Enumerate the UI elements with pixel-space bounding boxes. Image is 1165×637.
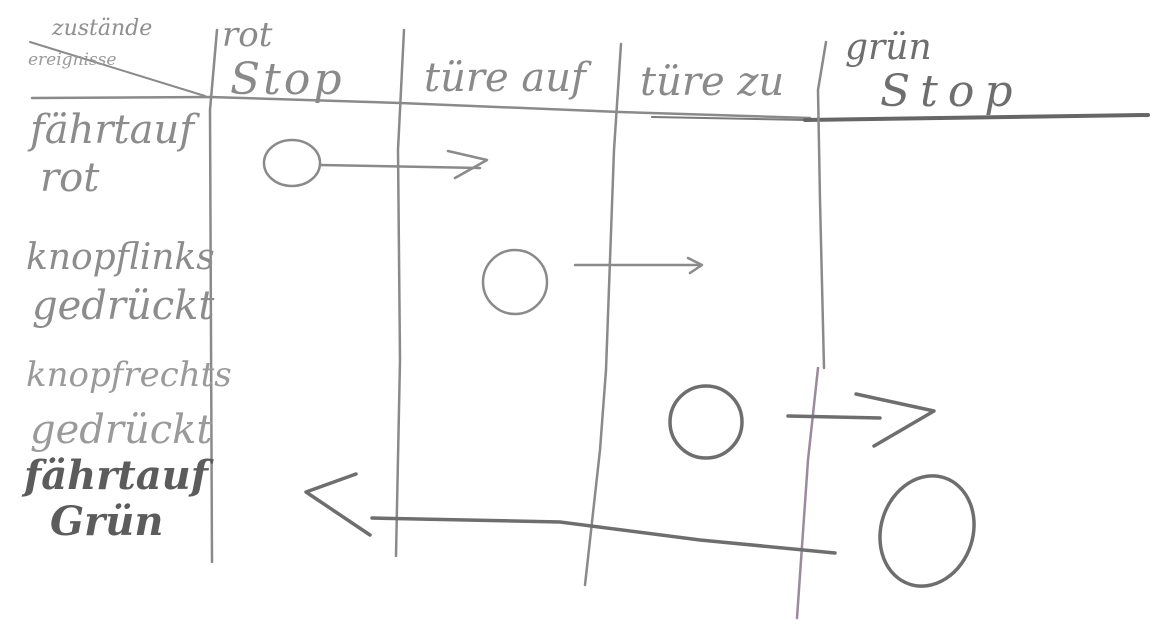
event-label-2-line2: gedrückt — [32, 283, 215, 329]
event-label-4-line1: fährtauf — [24, 452, 208, 499]
column-divider-1 — [208, 28, 219, 564]
transition-circle-4 — [878, 474, 976, 588]
corner-label-states: zustände — [52, 16, 153, 41]
column-divider-2 — [394, 28, 406, 558]
event-label-3-line1: knopfrechts — [26, 355, 232, 395]
transition-circle-1 — [262, 138, 322, 188]
arrow-head-2 — [686, 256, 704, 275]
event-label-2-line1: knopflinks — [26, 237, 215, 278]
event-label-4-line2: Grün — [50, 498, 164, 545]
state-header-gruen: grün — [845, 27, 932, 68]
column-divider-4 — [816, 40, 828, 370]
transition-line-1 — [318, 163, 482, 170]
arrow-head-4 — [304, 472, 372, 537]
event-label-1-line1: fährtauf — [30, 107, 195, 153]
transition-line-3 — [786, 414, 882, 420]
corner-diagonal-line — [29, 41, 206, 97]
transition-circle-2 — [481, 248, 549, 316]
event-label-3-line2: gedrückt — [30, 407, 213, 453]
state-header-tuere-auf: türe auf — [424, 55, 586, 101]
state-header-gruen-stop: Stop — [880, 66, 1023, 117]
transition-line-4 — [370, 516, 837, 555]
event-label-1-line2: rot — [40, 155, 100, 201]
transition-circle-3 — [668, 384, 744, 460]
column-divider-4-lower — [795, 366, 820, 620]
corner-label-events: ereignisse — [28, 50, 117, 70]
header-rule-bold — [803, 113, 1150, 122]
header-rule-segment — [651, 116, 806, 121]
state-header-rot: rot — [222, 15, 273, 55]
state-header-tuere-zu: türe zu — [640, 59, 785, 105]
column-divider-3 — [583, 42, 623, 587]
arrow-head-1 — [446, 149, 489, 180]
state-header-rot-stop: Stop — [230, 54, 345, 105]
arrow-head-3 — [854, 392, 936, 448]
